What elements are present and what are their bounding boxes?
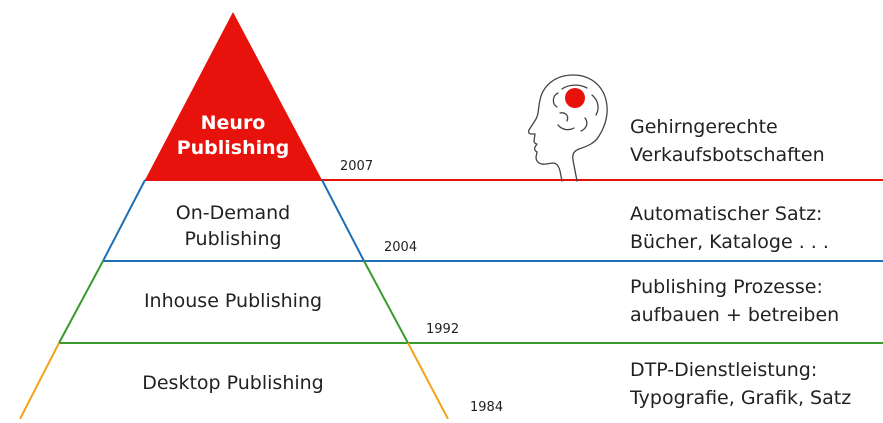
- brain-highlight-dot: [565, 88, 585, 108]
- year-label-inhouse: 1992: [426, 322, 460, 337]
- description-ondemand: Automatischer Satz: Bücher, Kataloge . .…: [630, 203, 829, 253]
- desktop-left-edge: [19, 342, 60, 420]
- tier-label-inhouse: Inhouse Publishing: [143, 290, 323, 312]
- tier-label-ondemand: On-Demand Publishing: [175, 202, 291, 250]
- year-label-neuro: 2007: [340, 159, 374, 174]
- inhouse-left-edge: [58, 260, 104, 344]
- year-label-desktop: 1984: [470, 400, 504, 415]
- year-label-ondemand: 2004: [384, 240, 418, 255]
- human-head-brain-icon: [527, 74, 608, 182]
- ondemand-left-edge: [102, 179, 146, 262]
- description-inhouse: Publishing Prozesse: aufbauen + betreibe…: [630, 276, 840, 326]
- neuro-tier-triangle: [145, 12, 322, 180]
- tier-label-desktop: Desktop Publishing: [142, 372, 324, 394]
- ondemand-right-edge: [321, 179, 365, 262]
- desktop-right-edge: [407, 342, 449, 420]
- tier-label-neuro: Neuro Publishing: [176, 112, 290, 159]
- description-desktop: DTP-Dienstleistung: Typografie, Grafik, …: [630, 359, 852, 409]
- inhouse-right-edge: [363, 260, 409, 344]
- description-neuro: Gehirngerechte Verkaufsbotschaften: [630, 116, 825, 166]
